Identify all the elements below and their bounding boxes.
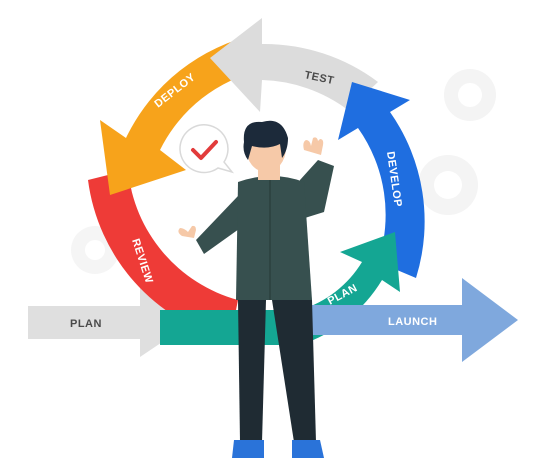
approval-bubble — [179, 124, 235, 174]
deploy-segment — [100, 34, 262, 195]
person-figure — [178, 120, 334, 458]
develop-segment — [338, 82, 425, 278]
background-gear-icon — [418, 69, 496, 215]
review-segment — [88, 170, 238, 340]
launch-exit-label: LAUNCH — [388, 316, 437, 328]
test-segment — [210, 18, 378, 112]
plan-entry-arrow: PLAN — [28, 287, 192, 357]
checkmark-icon — [191, 140, 218, 160]
launch-exit-arrow: LAUNCH — [300, 278, 518, 362]
plan-entry-label: PLAN — [70, 318, 102, 330]
